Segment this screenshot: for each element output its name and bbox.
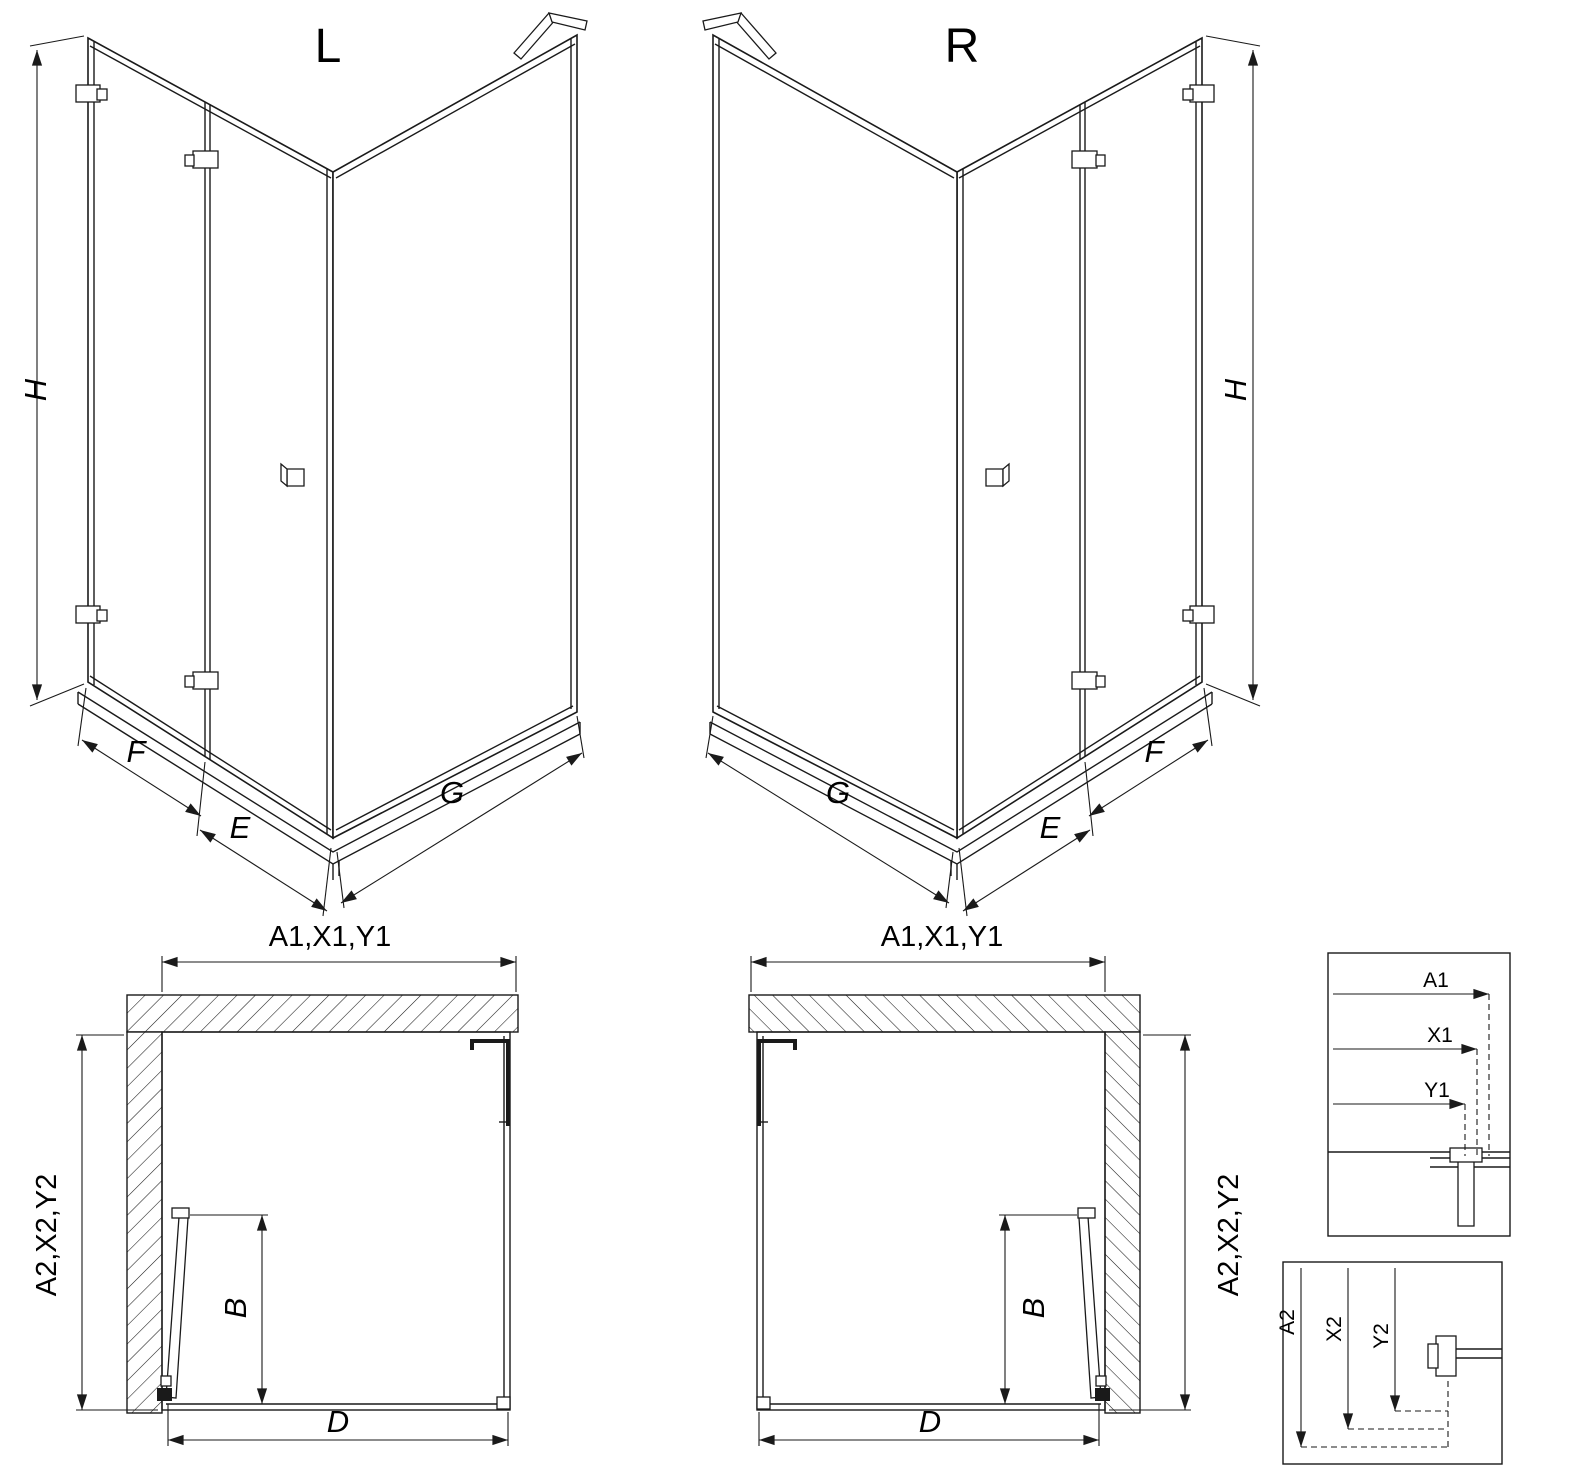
dim-label-h-left: H <box>18 378 53 401</box>
profile-section-bottom <box>1435 1335 1457 1377</box>
dim-label-d-left: D <box>327 1404 349 1439</box>
detail-box-bottom-frame <box>1282 1261 1503 1465</box>
view-title-left: L <box>315 20 342 73</box>
plan-view-right <box>749 956 1191 1446</box>
dim-label-d-right: D <box>919 1404 941 1439</box>
dim-label-e-left: E <box>230 810 251 845</box>
dim-label-b-right: B <box>1016 1298 1051 1319</box>
dim-label-depth-right: A2,X2,Y2 <box>1213 1174 1245 1297</box>
dim-label-h-right: H <box>1218 378 1253 401</box>
iso-right-labels: R H F E G <box>826 20 1253 845</box>
dim-label-y2: Y2 <box>1370 1323 1393 1349</box>
dim-label-a2: A2 <box>1276 1309 1299 1335</box>
isometric-view-right <box>703 13 1260 916</box>
plan-left-labels: A1,X1,Y1 A2,X2,Y2 B D <box>31 921 391 1439</box>
dim-label-width-left: A1,X1,Y1 <box>269 921 392 953</box>
isometric-view-left <box>30 13 587 916</box>
dim-label-f-right: F <box>1145 734 1166 769</box>
dim-label-y1: Y1 <box>1424 1079 1450 1102</box>
dim-label-g-left: G <box>440 775 464 810</box>
dim-label-x2: X2 <box>1323 1316 1346 1342</box>
plan-view-left <box>76 956 518 1446</box>
view-title-right: R <box>945 20 980 73</box>
detail-box-horizontal: A1 X1 Y1 <box>1327 952 1511 1237</box>
profile-section-top <box>1457 1151 1475 1227</box>
dim-label-width-right: A1,X1,Y1 <box>881 921 1004 953</box>
dim-label-a1: A1 <box>1423 969 1449 992</box>
dim-label-depth-left: A2,X2,Y2 <box>31 1174 63 1297</box>
dim-label-b-left: B <box>218 1298 253 1319</box>
detail-box-top-frame <box>1327 952 1511 1237</box>
dim-label-g-right: G <box>826 775 850 810</box>
dim-label-f-left: F <box>127 734 148 769</box>
plan-right-labels: A1,X1,Y1 A2,X2,Y2 B D <box>881 921 1245 1439</box>
dim-label-x1: X1 <box>1427 1024 1453 1047</box>
iso-left-labels: L H F E G <box>18 20 464 845</box>
detail-box-vertical: A2 X2 Y2 <box>1276 1261 1503 1465</box>
dim-label-e-right: E <box>1040 810 1061 845</box>
